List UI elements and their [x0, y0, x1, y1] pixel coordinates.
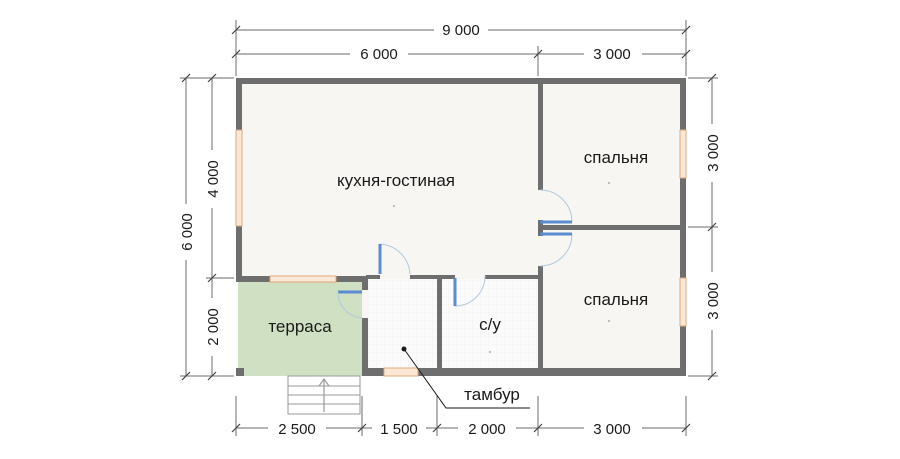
wall-top	[236, 78, 686, 84]
wall-bottom	[362, 368, 686, 376]
door-opening-kitchen	[380, 275, 410, 279]
dimension-label: 3 000	[593, 46, 631, 63]
room-label-bedroom-upper: спальня	[584, 148, 649, 167]
dimension-label: 6 000	[360, 46, 398, 63]
arrow-up-icon	[318, 377, 330, 412]
dimension-label: 2 500	[278, 421, 316, 438]
bedroom-lower-floor	[542, 230, 680, 368]
vestibule-floor	[366, 278, 438, 368]
wall-vestibule-left	[362, 276, 368, 376]
room-center-dot	[608, 320, 610, 322]
room-label-bedroom-lower: спальня	[584, 290, 649, 309]
leader-line	[403, 348, 530, 409]
door-swing-bedroom-upper	[539, 189, 573, 223]
wall-bedrooms-divider	[538, 225, 686, 230]
dimension-left-total: 6 000	[176, 73, 234, 381]
dimension-label: 3 000	[705, 134, 722, 172]
door-opening-bath	[455, 275, 485, 279]
room-center-dot	[608, 182, 610, 184]
dimension-label: 3 000	[593, 421, 631, 438]
dimension-top-total: 9 000	[231, 20, 691, 76]
wall-bath-vestibule	[437, 275, 442, 376]
dimension-left-parts: 4 000 2 000	[202, 73, 234, 381]
terrace-post	[236, 368, 244, 376]
door-swing-bath	[454, 275, 486, 307]
door-opening-bedroom-upper	[538, 190, 543, 220]
window-right-upper	[679, 129, 687, 179]
door-swing-kitchen	[379, 243, 411, 275]
dimension-bottom-parts: 2 500 1 500 2 000 3 000	[231, 396, 691, 438]
window-vestibule	[383, 367, 419, 377]
wall-bath-top	[366, 275, 542, 279]
room-label-kitchen-living: кухня-гостиная	[337, 171, 455, 190]
dimension-label: 4 000	[205, 160, 222, 198]
door-swing-bedroom-lower	[539, 233, 573, 267]
room-label-bathroom: с/у	[479, 315, 501, 334]
window-right-lower	[679, 277, 687, 327]
window-terrace	[269, 275, 337, 283]
dimension-top-parts: 6 000 3 000	[231, 44, 691, 76]
window-left	[235, 129, 243, 227]
door-swing-terrace	[337, 291, 363, 319]
door-opening-bedroom-lower	[538, 236, 543, 266]
room-label-terrace: терраса	[268, 317, 332, 336]
dimension-label: 1 500	[380, 421, 418, 438]
dimension-label: 9 000	[442, 22, 480, 39]
dimension-label: 6 000	[179, 213, 196, 251]
room-center-dot	[393, 205, 395, 207]
dimension-label: 3 000	[705, 282, 722, 320]
dimension-right-parts: 3 000 3 000	[688, 73, 722, 381]
terrace-floor	[238, 282, 362, 376]
dimension-label: 2 000	[468, 421, 506, 438]
dimension-label: 2 000	[205, 308, 222, 346]
door-opening-terrace	[362, 290, 368, 318]
room-center-dot	[489, 351, 491, 353]
room-label-vestibule: тамбур	[464, 385, 520, 404]
